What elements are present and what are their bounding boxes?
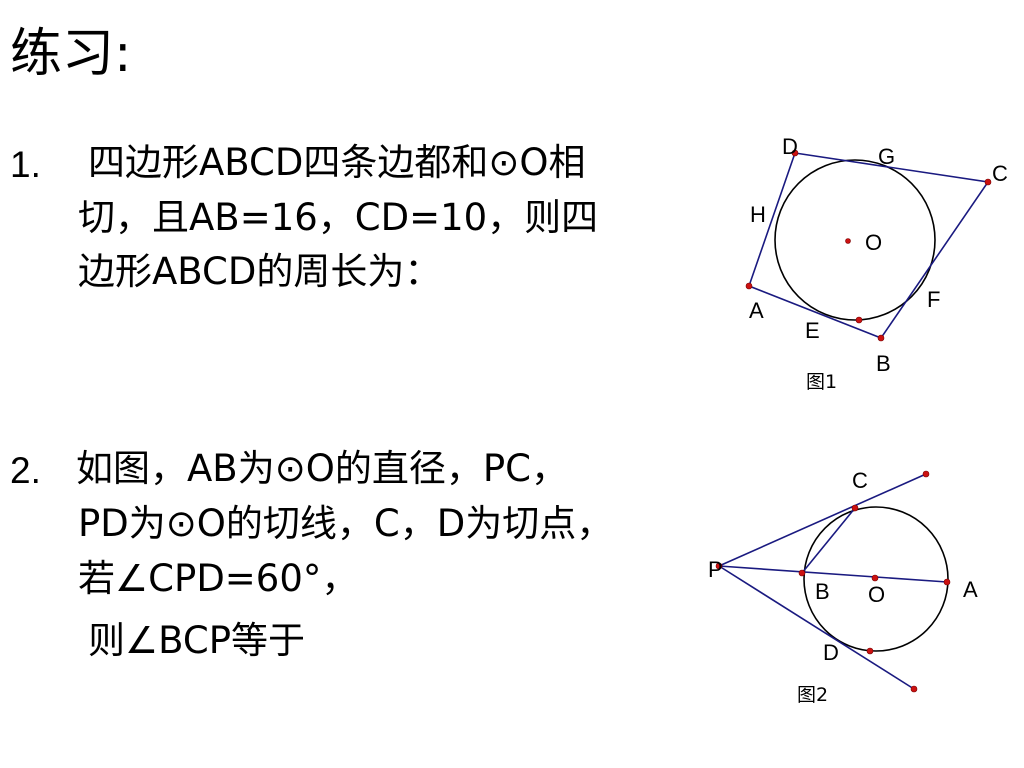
fig1-point-o: [845, 238, 851, 244]
fig2-label-d: D: [823, 640, 839, 665]
fig2-point-o: [871, 574, 879, 582]
fig1-label-g: G: [878, 144, 895, 169]
fig2-tangent-pd: [718, 565, 915, 690]
fig1-point-a: [745, 282, 753, 290]
fig1-point-e: [855, 316, 863, 324]
fig1-label-h: H: [750, 202, 766, 227]
fig1-caption: 图1: [806, 371, 837, 393]
problem-1-number: 1.: [10, 144, 41, 185]
fig2-point-d: [866, 647, 874, 655]
fig2-tangent-pc: [718, 473, 927, 567]
fig2-label-c: C: [852, 468, 868, 493]
fig1-label-f: F: [927, 287, 940, 312]
fig2-line-pa: [718, 565, 948, 583]
fig2-label-a: A: [963, 577, 978, 602]
slide-title: 练习:: [10, 24, 132, 84]
fig1-label-o: O: [865, 230, 882, 255]
fig2-chord-cb: [801, 507, 856, 574]
problem-2-line-2: PD为⊙O的切线，C，D为切点，: [78, 502, 614, 545]
problem-2-number: 2.: [10, 450, 41, 491]
fig2-point-c: [851, 504, 859, 512]
fig1-point-d: [791, 149, 799, 157]
fig1-point-b: [877, 334, 885, 342]
fig2-point-b: [798, 569, 806, 577]
fig2-point-c-end: [922, 470, 930, 478]
problem-1-line-1: 四边形ABCD四条边都和⊙O相: [88, 141, 586, 184]
fig1-label-a: A: [749, 298, 764, 323]
fig1-label-d: D: [782, 134, 798, 159]
fig1-point-c: [984, 178, 992, 186]
fig2-point-a: [943, 578, 951, 586]
fig2-point-d-end: [910, 685, 918, 693]
fig2-label-o: O: [868, 582, 885, 607]
fig2-label-p: P: [708, 557, 723, 582]
fig1-label-b: B: [876, 351, 891, 376]
problem-2-line-3: 若∠CPD=60°，: [78, 557, 359, 600]
problem-1-line-2: 切，且AB=16，CD=10，则四: [78, 196, 599, 239]
fig2-caption: 图2: [797, 684, 828, 706]
fig1-circle-o: [774, 159, 936, 321]
fig2-label-b: B: [815, 579, 830, 604]
problem-2-line-4: 则∠BCP等于: [88, 619, 306, 662]
problem-1-line-3: 边形ABCD的周长为：: [78, 250, 442, 293]
fig2-point-p: [715, 562, 723, 570]
fig1-label-e: E: [805, 318, 820, 343]
fig1-label-c: C: [992, 161, 1008, 186]
problem-2-line-1: 如图，AB为⊙O的直径，PC，: [76, 447, 568, 490]
